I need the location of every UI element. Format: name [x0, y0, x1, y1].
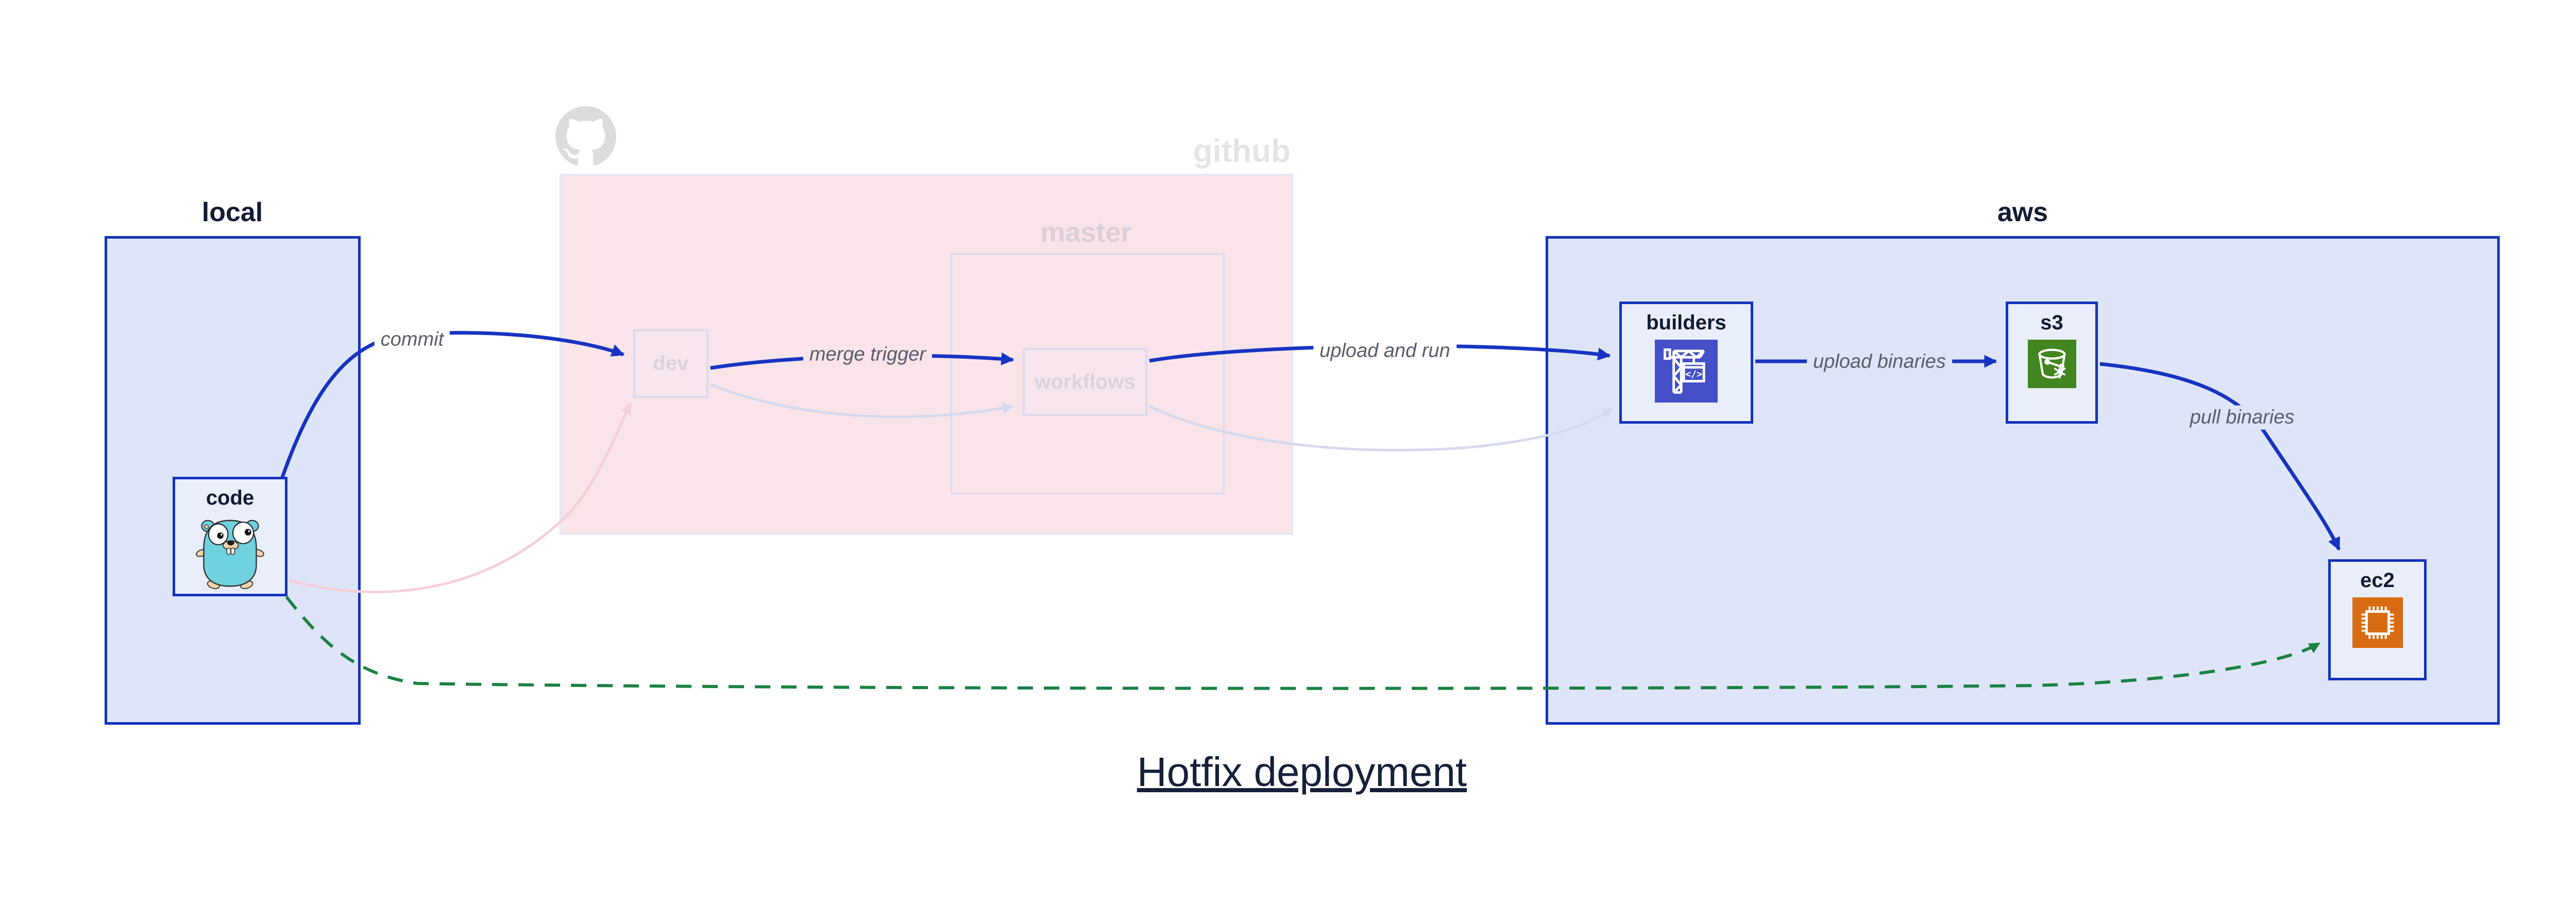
- edge-label-pull-binaries: pull binaries: [2183, 405, 2301, 430]
- edge-faded-upload-and-run: [1148, 405, 1614, 452]
- node-builders-label: builders: [1646, 311, 1726, 334]
- node-s3-label: s3: [2040, 311, 2063, 334]
- aws-s3-bucket-icon: [2027, 340, 2076, 388]
- node-code-label: code: [206, 487, 255, 509]
- node-builders: builders </>: [1619, 302, 1753, 424]
- go-gopher-icon: [196, 520, 264, 589]
- node-workflows-label: workflows: [1035, 370, 1136, 393]
- edge-pull-binaries: [2099, 362, 2341, 551]
- aws-ec2-chip-icon: [2352, 597, 2403, 648]
- edge-faded-commit: [288, 403, 632, 593]
- cluster-label-github: github: [1193, 133, 1291, 169]
- edge-faded-merge-trigger: [710, 383, 1014, 419]
- node-ec2-label: ec2: [2360, 569, 2395, 592]
- edge-label-upload-and-run: upload and run: [1313, 339, 1456, 363]
- svg-text:</>: </>: [1685, 369, 1702, 380]
- node-dev: dev: [633, 329, 708, 398]
- cluster-label-master: master: [1040, 217, 1132, 248]
- aws-codebuild-crane-icon: </>: [1655, 340, 1718, 403]
- node-ec2: ec2: [2328, 559, 2427, 680]
- edge-label-commit: commit: [374, 327, 450, 352]
- diagram-title: Hotfix deployment: [1137, 749, 1467, 795]
- edge-label-merge-trigger: merge trigger: [803, 342, 932, 367]
- node-dev-label: dev: [653, 352, 689, 375]
- github-octocat-icon: [555, 106, 616, 166]
- cluster-label-aws: aws: [1997, 197, 2048, 227]
- node-s3: s3: [2006, 302, 2098, 424]
- cluster-label-local: local: [201, 197, 263, 227]
- edge-hotfix-direct: [285, 596, 2320, 690]
- cluster-master: [951, 253, 1225, 494]
- node-code: code: [173, 477, 287, 596]
- edge-label-upload-binaries: upload binaries: [1807, 349, 1952, 374]
- node-workflows: workflows: [1023, 348, 1147, 416]
- edge-commit: [280, 331, 625, 478]
